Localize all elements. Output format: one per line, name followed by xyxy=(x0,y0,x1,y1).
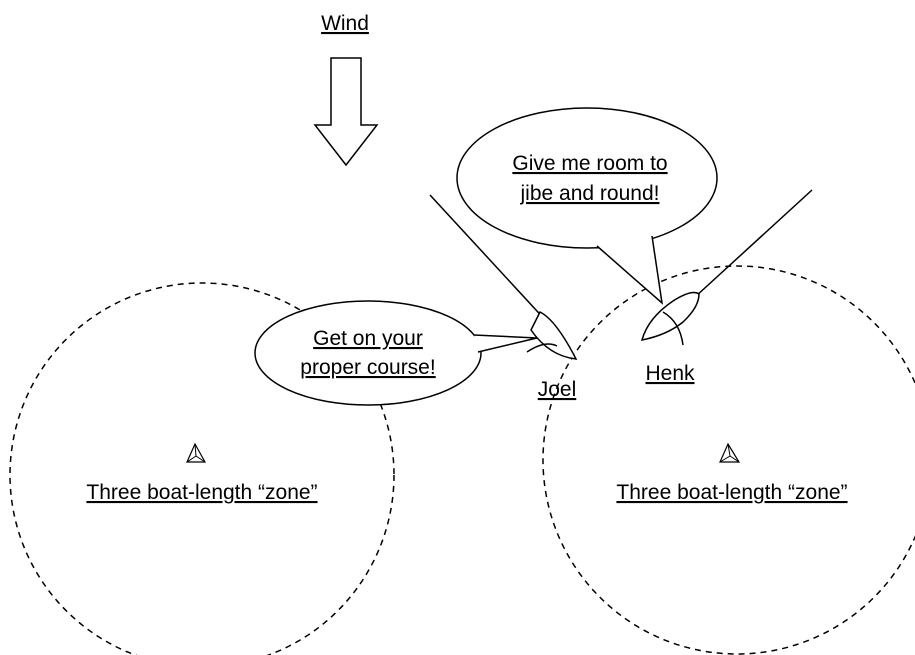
left-zone-label: Three boat-length “zone” xyxy=(86,481,317,504)
joel-boom xyxy=(526,343,558,353)
henk-boat: Henk xyxy=(640,189,813,385)
down-arrow-icon xyxy=(313,57,379,167)
henk-speech-line-1: Give me room to xyxy=(512,152,667,175)
joel-speech-line-2: proper course! xyxy=(300,356,435,379)
left-zone-circle xyxy=(9,282,395,655)
sailboat-icon xyxy=(530,310,578,360)
joel-course-line xyxy=(429,194,549,324)
right-zone-circle xyxy=(542,265,915,655)
left-mark xyxy=(186,442,207,463)
henk-boom xyxy=(662,311,684,346)
henk-course-line xyxy=(694,189,813,298)
joel-speech-line-1: Get on your xyxy=(313,327,423,350)
henk-speech-line-2: jibe and round! xyxy=(520,182,660,205)
right-mark xyxy=(719,442,741,463)
sailboat-icon xyxy=(640,291,700,341)
henk-speech-bubble: Give me room to jibe and round! xyxy=(456,107,718,305)
joel-boat: Joel xyxy=(429,194,578,401)
wind-label: Wind xyxy=(321,12,369,35)
joel-speech-bubble: Get on your proper course! xyxy=(254,300,538,406)
right-zone-label: Three boat-length “zone” xyxy=(616,481,847,504)
joel-label: Joel xyxy=(538,378,577,401)
henk-label: Henk xyxy=(645,362,695,385)
